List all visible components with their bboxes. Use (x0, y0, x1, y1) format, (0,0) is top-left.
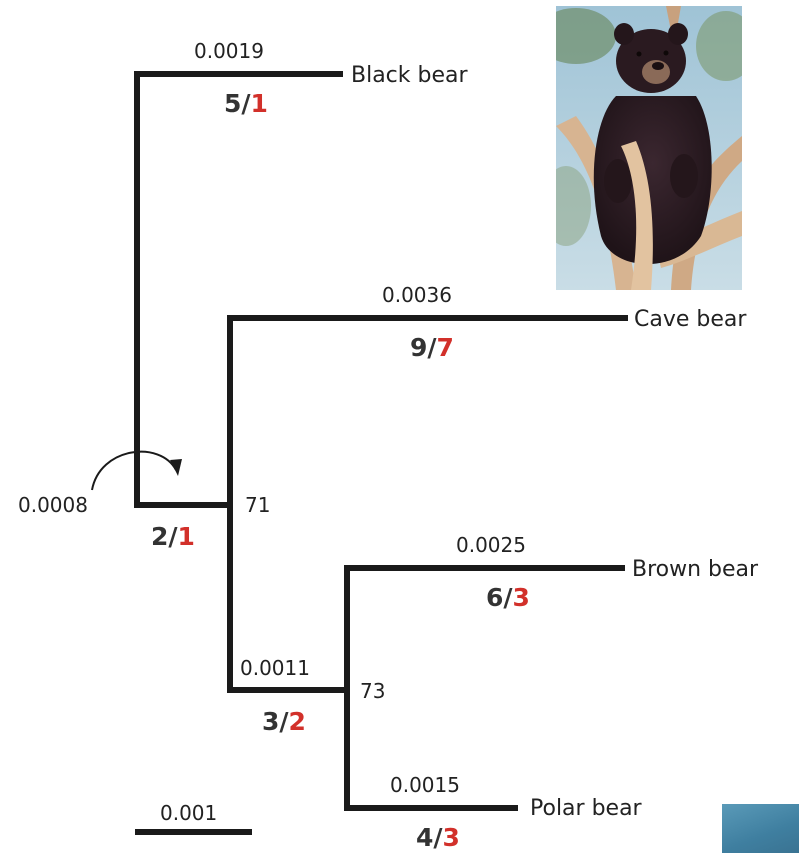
taxon-black-bear: Black bear (351, 63, 468, 88)
ratio-black-a: 5 (224, 89, 241, 118)
scale-bar-label: 0.001 (160, 801, 217, 825)
curved-arrow-icon (91, 450, 182, 491)
ratio-inner-a: 3 (262, 707, 279, 736)
ratio-cave-sep: / (427, 333, 437, 362)
ratio-polar: 4/3 (416, 823, 460, 852)
ratio-polar-sep: / (433, 823, 443, 852)
branch-length-brown: 0.0025 (456, 533, 526, 557)
tree-branches (134, 71, 628, 811)
taxon-cave-bear: Cave bear (634, 307, 747, 332)
taxon-brown-bear: Brown bear (632, 557, 759, 582)
corner-thumbnail (722, 804, 799, 853)
ratio-brown-b: 3 (513, 583, 530, 612)
ratio-black-b: 1 (251, 89, 268, 118)
ratio-brown-sep: / (503, 583, 513, 612)
ratio-black: 5/1 (224, 89, 268, 118)
ratio-polar-b: 3 (443, 823, 460, 852)
ratio-cave-a: 9 (410, 333, 427, 362)
ratio-inner-sep: / (279, 707, 289, 736)
ratio-polar-a: 4 (416, 823, 433, 852)
black-bear-photo-image (556, 6, 742, 290)
taxon-polar-bear: Polar bear (530, 796, 643, 821)
ratio-brown-a: 6 (486, 583, 503, 612)
ratio-black-sep: / (241, 89, 251, 118)
ratio-inner: 3/2 (262, 707, 306, 736)
branch-length-black: 0.0019 (194, 39, 264, 63)
ratio-cave: 9/7 (410, 333, 454, 362)
branch-length-polar: 0.0015 (390, 773, 460, 797)
ratio-root: 2/1 (151, 522, 195, 551)
black-bear-photo (556, 6, 742, 290)
branch-length-cave: 0.0036 (382, 283, 452, 307)
branch-length-root: 0.0008 (18, 493, 88, 517)
branch-length-inner: 0.0011 (240, 656, 310, 680)
ratio-cave-b: 7 (437, 333, 454, 362)
ratio-root-sep: / (168, 522, 178, 551)
ratio-root-b: 1 (178, 522, 195, 551)
support-node-brown-polar: 73 (360, 679, 385, 703)
ratio-root-a: 2 (151, 522, 168, 551)
support-node-cave: 71 (245, 493, 270, 517)
ratio-inner-b: 2 (289, 707, 306, 736)
ratio-brown: 6/3 (486, 583, 530, 612)
